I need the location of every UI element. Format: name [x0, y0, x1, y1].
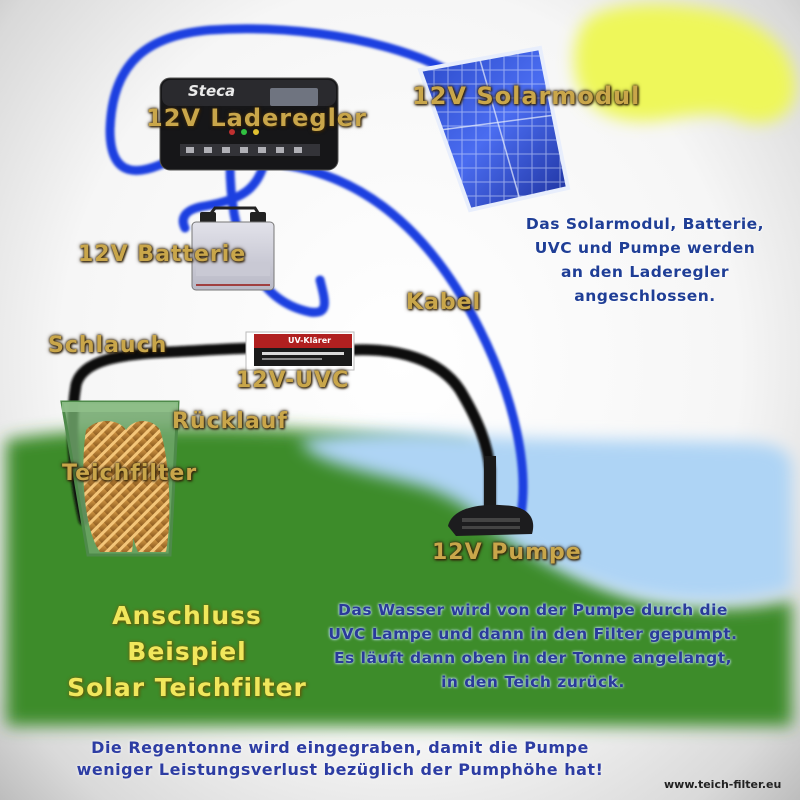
controller-brand: Steca [188, 82, 236, 100]
label-solarmodul: 12V Solarmodul [412, 82, 641, 110]
note-wasser-line: Es läuft dann oben in der Tonne angelang… [333, 649, 733, 667]
title-line: Beispiel [127, 637, 247, 666]
note-wasser-line: Das Wasser wird von der Pumpe durch die [338, 601, 728, 619]
note-anschluss-line: an den Laderegler [560, 263, 730, 281]
note-anschluss-line: angeschlossen. [574, 287, 716, 305]
note-wasser-line: UVC Lampe und dann in den Filter gepumpt… [328, 625, 738, 643]
uvc-clarifier [245, 331, 355, 371]
note-wasser: Das Wasser wird von der Pumpe durch die … [288, 598, 778, 694]
note-regentonne-line: weniger Leistungsverlust bezüglich der P… [76, 760, 604, 779]
note-anschluss-line: Das Solarmodul, Batterie, [525, 215, 765, 233]
label-ruecklauf: Rücklauf [172, 409, 288, 434]
title-line: Solar Teichfilter [67, 673, 307, 702]
label-schlauch: Schlauch [48, 333, 168, 358]
sun-shape [574, 4, 796, 124]
website-link[interactable]: www.teich-filter.eu [664, 778, 782, 791]
title-line: Anschluss [112, 601, 262, 630]
label-laderegler: 12V Laderegler [146, 104, 367, 132]
label-kabel: Kabel [406, 290, 482, 315]
note-anschluss: Das Solarmodul, Batterie, UVC und Pumpe … [495, 212, 795, 308]
note-regentonne-line: Die Regentonne wird eingegraben, damit d… [91, 738, 589, 757]
label-teichfilter: Teichfilter [62, 461, 198, 486]
solar-panel [417, 45, 571, 213]
note-anschluss-line: UVC und Pumpe werden [534, 239, 756, 257]
pond-water [300, 431, 792, 602]
rain-barrel-filter [60, 400, 180, 557]
uvc-brand: UV-Klärer [288, 336, 332, 345]
charge-controller [159, 77, 339, 171]
label-pumpe: 12V Pumpe [432, 540, 582, 565]
label-batterie: 12V Batterie [78, 242, 247, 267]
grass-area [6, 427, 792, 726]
battery [191, 206, 275, 291]
note-regentonne: Die Regentonne wird eingegraben, damit d… [10, 737, 670, 781]
note-wasser-line: in den Teich zurück. [441, 673, 625, 691]
pond-pump [448, 456, 534, 536]
cable-lines [105, 24, 528, 525]
diagram-title: Anschluss Beispiel Solar Teichfilter [52, 598, 322, 706]
label-uvc: 12V-UVC [236, 368, 350, 393]
